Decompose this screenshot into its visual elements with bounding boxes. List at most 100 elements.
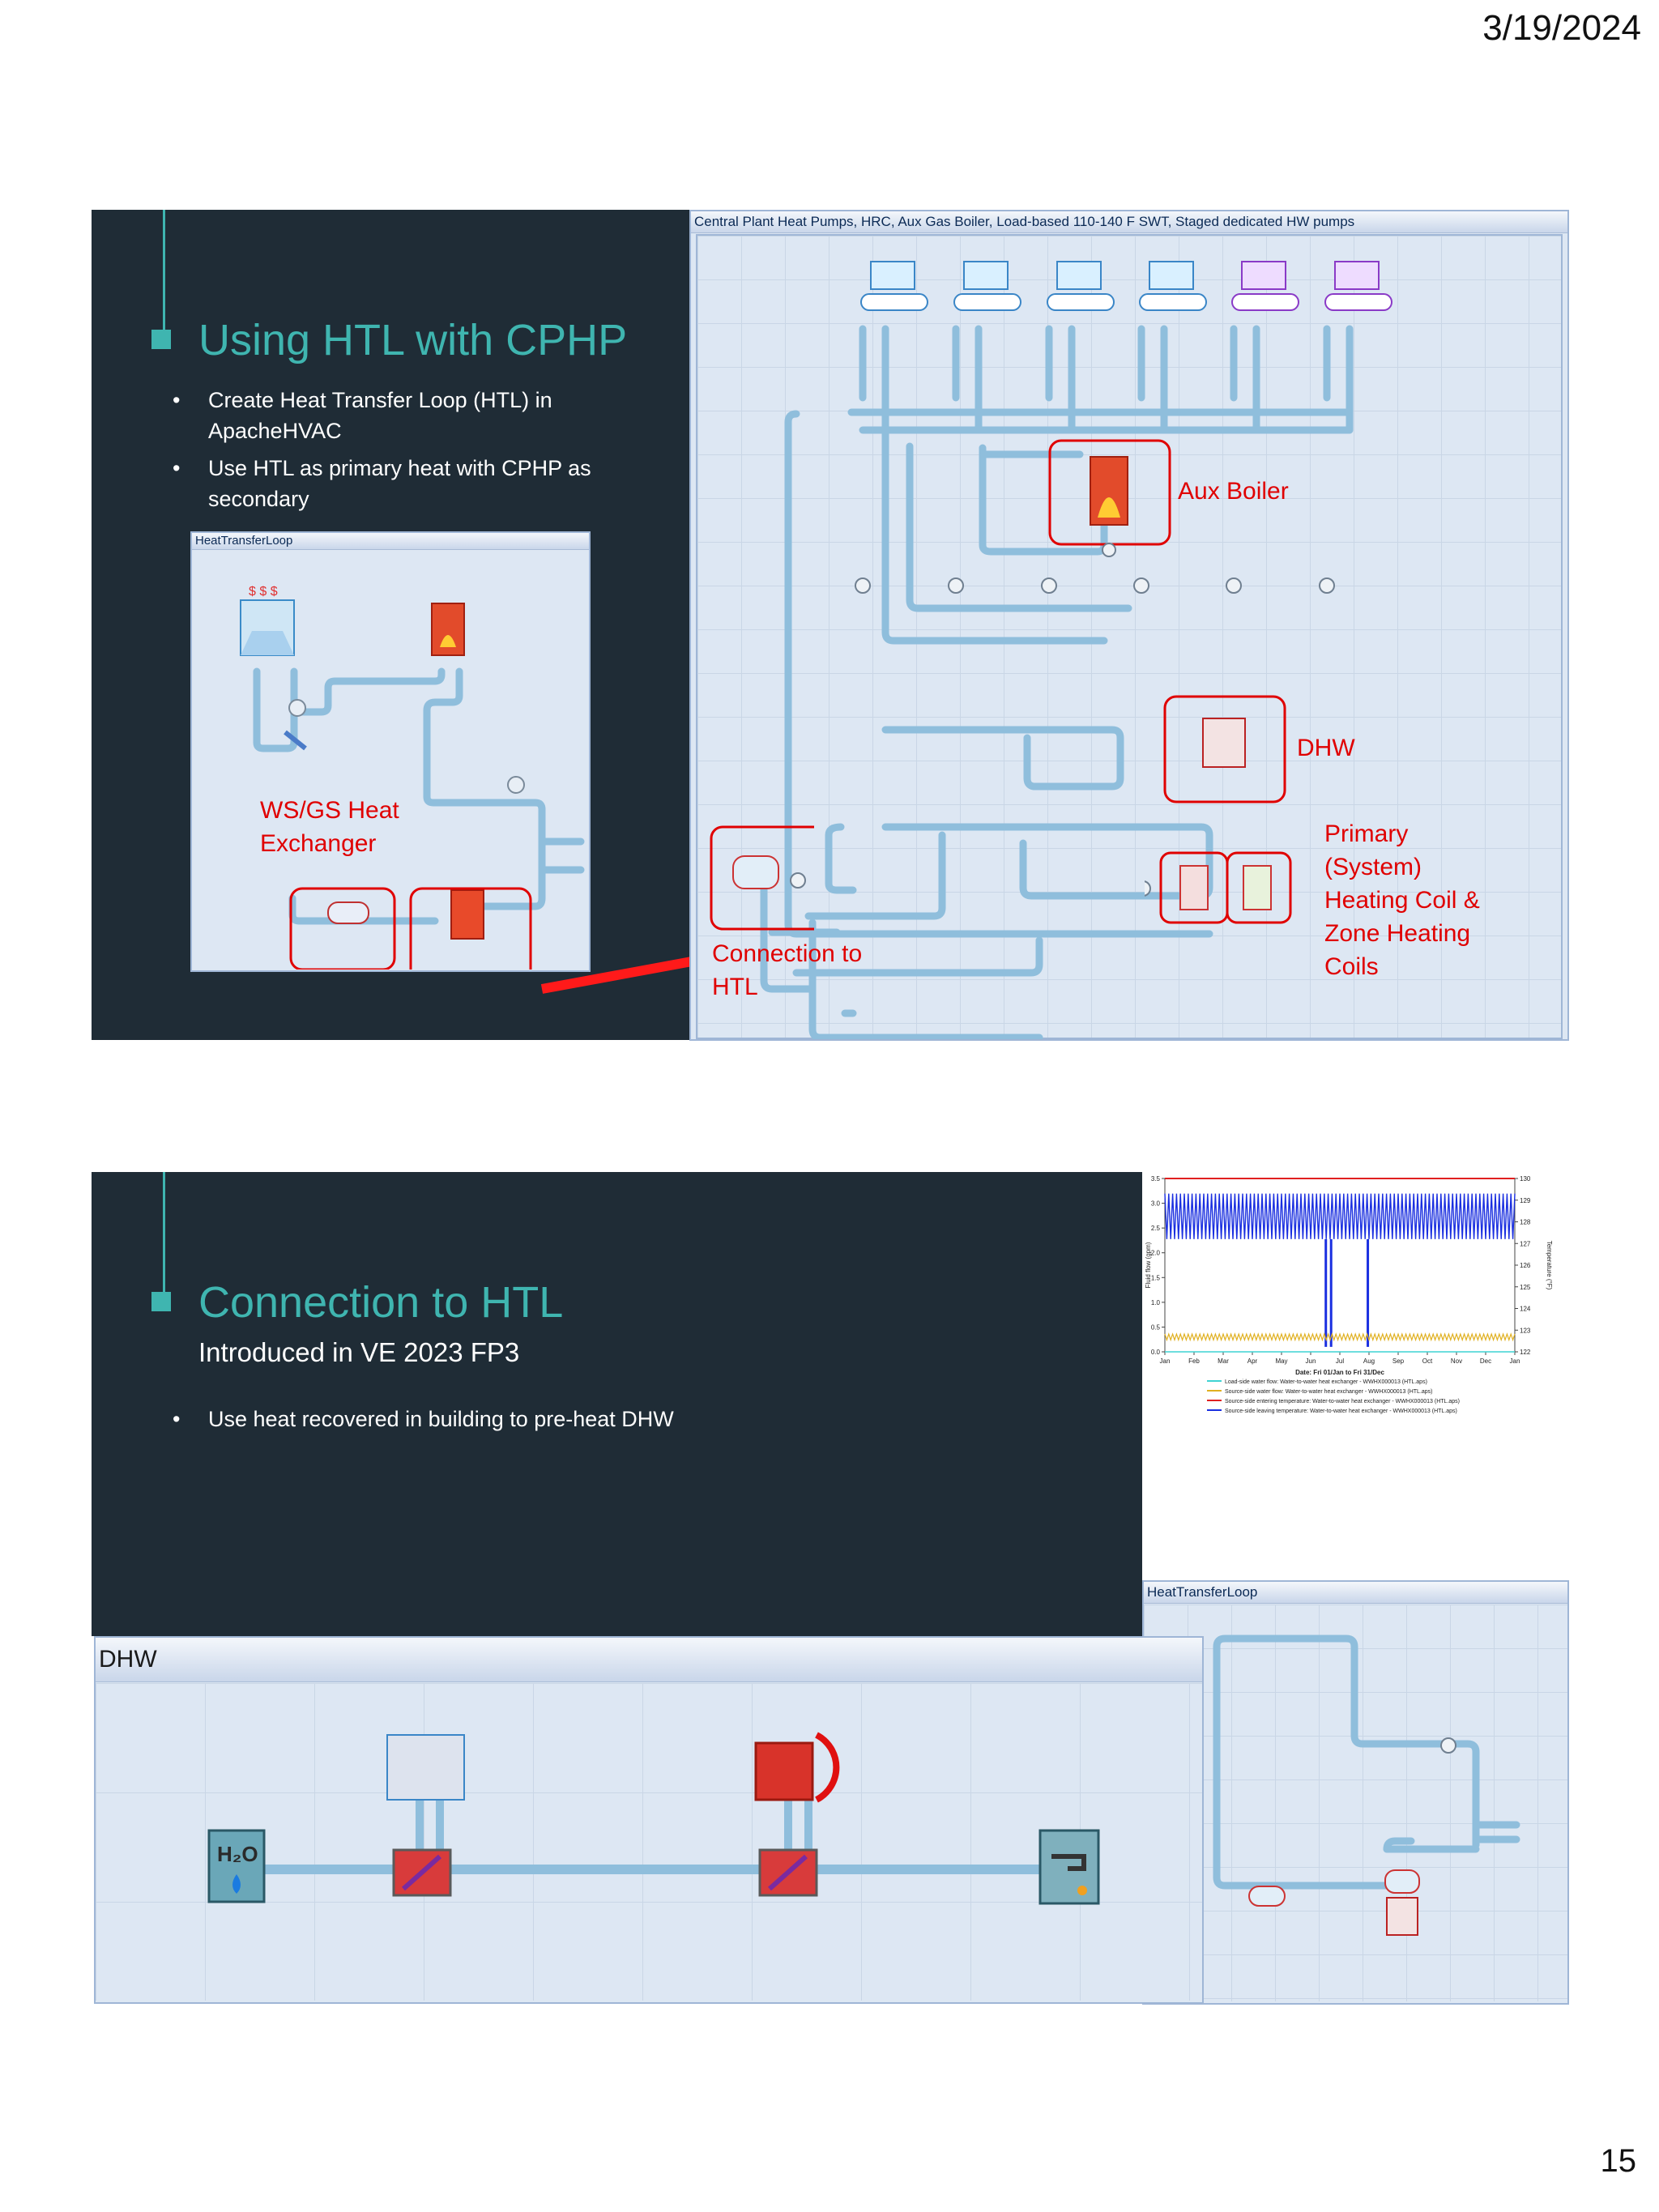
boiler-icon xyxy=(431,603,465,656)
pump-icon xyxy=(948,578,964,594)
aux-boiler-label: Aux Boiler xyxy=(1178,478,1289,505)
y2-tick-label: 122 xyxy=(1520,1349,1531,1356)
pump-icon xyxy=(1102,543,1116,557)
x-tick-label: Aug xyxy=(1363,1357,1375,1365)
y-tick-label: 0.5 xyxy=(1151,1323,1161,1331)
slide-1-title: Using HTL with CPHP xyxy=(198,316,628,364)
chart-area: 0.0 0.5 1.0 1.5 2.0 2.5 3.0 3.5 122 123 124 125 126 1… xyxy=(1142,1172,1567,1580)
y2-tick-label: 128 xyxy=(1520,1219,1531,1226)
heating-coil-icon xyxy=(1179,865,1209,910)
dhw-panel-title: DHW xyxy=(96,1638,1202,1682)
connection-to-htl-label: Connection to HTL xyxy=(712,940,863,1000)
pump-icon xyxy=(1133,578,1149,594)
y-tick-label: 2.0 xyxy=(1151,1250,1161,1257)
x-tick-label: Jul xyxy=(1336,1357,1344,1365)
htl-small-panel-title: HeatTransferLoop xyxy=(192,533,589,550)
pump-icon xyxy=(507,776,525,794)
htl-panel-2-diagram xyxy=(1213,1634,1520,1936)
dhw-label: DHW xyxy=(1297,735,1355,761)
bullet-item: •Create Heat Transfer Loop (HTL) in Apac… xyxy=(173,388,552,443)
dhw-tap-icon xyxy=(1386,1897,1418,1936)
y2-tick-label: 129 xyxy=(1520,1197,1531,1204)
y-tick-label: 0.0 xyxy=(1151,1349,1161,1356)
heating-coil-icon xyxy=(1243,865,1272,910)
y2-tick-label: 125 xyxy=(1520,1284,1531,1291)
pump-icon xyxy=(1319,578,1335,594)
y-tick-label: 2.5 xyxy=(1151,1225,1161,1232)
pump-icon xyxy=(288,699,306,717)
ws-gs-heat-exchanger-icon xyxy=(327,901,369,924)
legend-entry: Source-side leaving temperature: Water-t… xyxy=(1225,1409,1457,1414)
y2-axis-label: Temperature (°F) xyxy=(1546,1241,1553,1290)
page-number: 15 xyxy=(1600,2143,1637,2179)
legend-entry: Source-side water flow: Water-to-water h… xyxy=(1225,1389,1433,1395)
central-plant-panel-title: Central Plant Heat Pumps, HRC, Aux Gas B… xyxy=(691,211,1567,233)
ws-gs-heat-exchanger-label: WS/GS Heat Exchanger xyxy=(260,797,399,857)
slide-2-subtitle: Introduced in VE 2023 FP3 xyxy=(198,1337,520,1367)
y-tick-label: 1.0 xyxy=(1151,1299,1161,1306)
cooling-tower-base xyxy=(241,631,294,655)
pump-icon xyxy=(1041,578,1057,594)
connection-icon xyxy=(1384,1869,1420,1894)
x-tick-label: Apr xyxy=(1247,1357,1258,1365)
dhw-group xyxy=(1163,695,1286,803)
x-tick-label: Oct xyxy=(1422,1357,1433,1365)
heat-exchanger-icon xyxy=(732,855,779,889)
htl-panel-2: HeatTransferLoop xyxy=(1142,1580,1569,2005)
pump-icon xyxy=(790,872,806,889)
bullet-item: •Use HTL as primary heat with CPHP as se… xyxy=(173,456,591,511)
pump-icon xyxy=(1440,1737,1456,1754)
x-tick-label: Jun xyxy=(1306,1357,1316,1365)
aux-boiler-group xyxy=(1048,439,1171,557)
y2-tick-label: 123 xyxy=(1520,1327,1531,1334)
x-tick-label: Dec xyxy=(1480,1357,1491,1365)
x-tick-label: Feb xyxy=(1188,1357,1200,1365)
primary-heating-coil-label: Primary (System) Heating Coil & Zone Hea… xyxy=(1324,820,1480,980)
title-marker xyxy=(151,330,171,349)
plot-frame xyxy=(1164,1178,1516,1353)
central-plant-panel: Central Plant Heat Pumps, HRC, Aux Gas B… xyxy=(689,210,1569,1041)
slide-2: Connection to HTL Introduced in VE 2023 … xyxy=(92,1172,1142,1636)
x-tick-label: Nov xyxy=(1451,1357,1462,1365)
x-axis-label: Date: Fri 01/Jan to Fri 31/Dec xyxy=(1295,1369,1384,1376)
svg-text:$ $ $: $ $ $ xyxy=(249,585,278,599)
valve-icon xyxy=(284,730,307,751)
y-tick-label: 3.5 xyxy=(1151,1175,1161,1183)
htl-connection-icon xyxy=(386,1734,465,1801)
connection-to-htl-group xyxy=(710,825,814,931)
svg-text:H₂O: H₂O xyxy=(217,1842,258,1866)
flow-temperature-chart: 0.0 0.5 1.0 1.5 2.0 2.5 3.0 3.5 122 123 124 125 126 1… xyxy=(1145,1175,1553,1414)
heat-pump-row xyxy=(860,261,1392,311)
htl-panel-2-title: HeatTransferLoop xyxy=(1144,1582,1567,1604)
x-tick-label: Sep xyxy=(1392,1357,1405,1365)
y-axis-label: Fluid flow (gpm) xyxy=(1145,1242,1152,1288)
dhw-panel: DHW H₂O xyxy=(94,1636,1204,2004)
date-label: 3/19/2024 xyxy=(1482,8,1641,48)
y2-tick-label: 126 xyxy=(1520,1262,1531,1269)
heating-coils-group xyxy=(1145,851,1292,924)
legend-entry: Source-side entering temperature: Water-… xyxy=(1225,1399,1460,1404)
connection-icon xyxy=(450,889,484,940)
y2-tick-label: 124 xyxy=(1520,1306,1531,1313)
y2-tick-label: 130 xyxy=(1520,1175,1531,1183)
dhw-diagram: H₂O xyxy=(207,1732,1100,1905)
legend-entry: Load-side water flow: Water-to-water hea… xyxy=(1225,1379,1427,1385)
slide-2-title: Connection to HTL xyxy=(198,1278,564,1327)
htl-small-diagram: $ $ $ xyxy=(240,585,585,994)
title-marker xyxy=(151,1292,171,1311)
x-tick-label: May xyxy=(1275,1357,1287,1365)
y2-tick-label: 127 xyxy=(1520,1240,1531,1247)
y-tick-label: 1.5 xyxy=(1151,1274,1161,1281)
pump-icon xyxy=(855,578,871,594)
pump-icon xyxy=(1145,880,1151,897)
series-source-leaving-temperature xyxy=(1164,1193,1516,1239)
x-tick-label: Jan xyxy=(1510,1357,1520,1365)
pump-icon xyxy=(1226,578,1242,594)
htl-small-panel: HeatTransferLoop $ $ $ WS/GS Heat Exchan… xyxy=(190,531,591,994)
dhw-tap-icon xyxy=(1202,718,1246,768)
heat-exchanger-icon xyxy=(1248,1886,1286,1907)
y-tick-label: 3.0 xyxy=(1151,1200,1161,1208)
series-source-side-water-flow xyxy=(1164,1332,1516,1342)
boiler-icon xyxy=(754,1741,814,1801)
x-tick-label: Jan xyxy=(1160,1357,1171,1365)
